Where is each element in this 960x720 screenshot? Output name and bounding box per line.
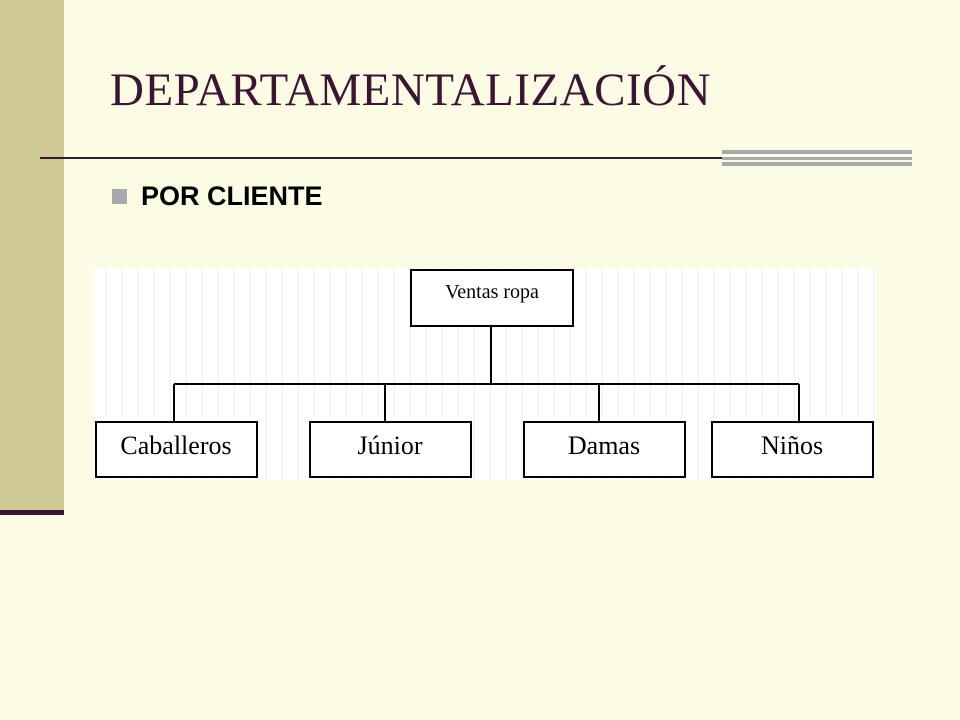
org-chart-svg: Ventas ropa Caballeros Júnior Damas Niño… — [94, 268, 876, 480]
org-node-root: Ventas ropa — [410, 269, 574, 327]
org-node-damas-label: Damas — [568, 431, 640, 460]
left-side-band-foot — [0, 510, 64, 515]
bullet-square-icon — [112, 188, 127, 204]
org-node-ninos: Niños — [711, 421, 874, 478]
bullet-text: POR CLIENTE — [141, 181, 323, 211]
org-node-ninos-label: Niños — [761, 431, 823, 460]
left-side-band — [0, 0, 64, 512]
org-node-caballeros: Caballeros — [95, 421, 258, 478]
org-node-damas: Damas — [523, 421, 686, 478]
title-divider-accent — [722, 150, 912, 166]
org-chart: Ventas ropa Caballeros Júnior Damas Niño… — [94, 268, 876, 480]
org-node-caballeros-label: Caballeros — [120, 431, 231, 460]
org-node-junior: Júnior — [309, 421, 472, 478]
title-divider-line — [40, 157, 910, 159]
org-node-junior-label: Júnior — [358, 431, 423, 460]
org-node-ninos-box — [711, 421, 874, 478]
org-chart-connectors — [173, 326, 800, 422]
org-node-root-label: Ventas ropa — [445, 281, 539, 303]
org-node-junior-box — [309, 421, 472, 478]
org-node-root-box — [410, 269, 574, 327]
org-node-damas-box — [523, 421, 686, 478]
bullet-item: POR CLIENTE — [112, 178, 323, 214]
slide-title: DEPARTAMENTALIZACIÓN — [110, 64, 712, 116]
org-node-caballeros-box — [95, 421, 258, 478]
